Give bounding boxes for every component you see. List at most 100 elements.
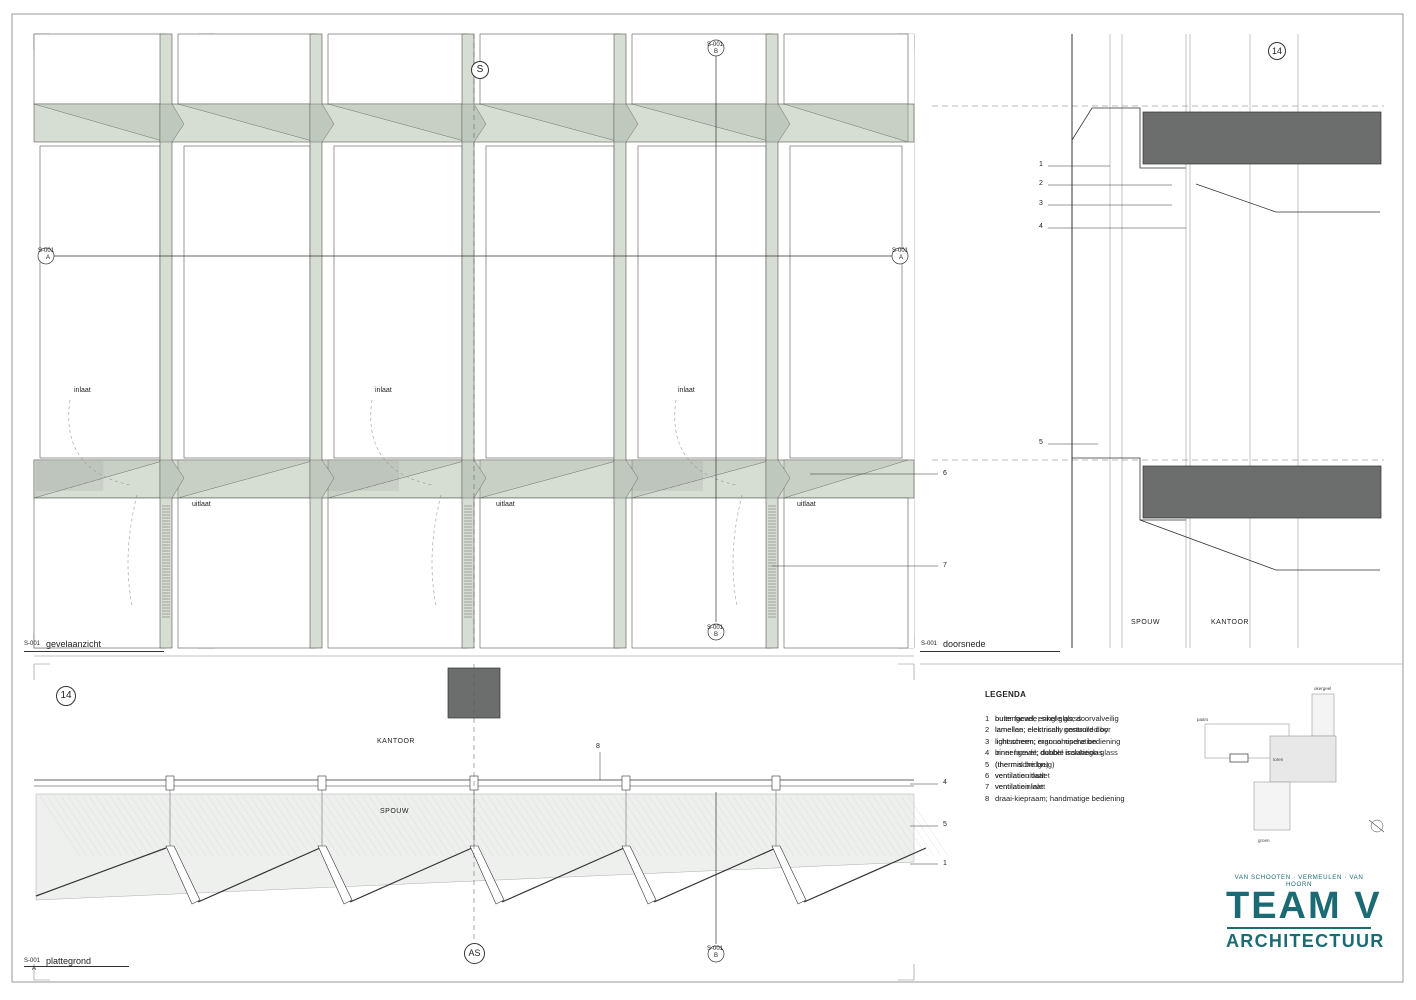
section-marker — [707, 39, 725, 57]
plan-hatch-line — [830, 795, 872, 857]
plan-hatch-line — [256, 795, 298, 857]
sheet-border — [11, 13, 1404, 983]
plan-hatch-line — [683, 795, 725, 857]
legend-item: 5 (thermische brug) (thermal bridge) — [985, 759, 1205, 770]
plan-hatch-line — [543, 795, 585, 857]
plan-hatch-line — [312, 795, 354, 857]
legend-item: 7 ventilatieinlaat ventilation inlet — [985, 781, 1205, 792]
legend-item-text-en: (thermal bridge) — [995, 759, 1049, 769]
plan-title-ref: S-001 — [24, 958, 41, 964]
plan-hatch-line — [102, 795, 144, 857]
plan-hatch-line — [109, 795, 151, 857]
plan-title: plattegrond — [46, 956, 92, 966]
plan-hatch-line — [690, 795, 732, 857]
section-floor-slab — [1142, 465, 1382, 519]
plan-hatch-line — [410, 795, 452, 857]
elevation-column-node — [309, 103, 335, 143]
legend-item: 2 lamellen; elektrisch; gestuurd door la… — [985, 724, 1205, 735]
plan-hatch-line — [417, 795, 459, 857]
plan-hatch-line — [305, 795, 347, 857]
elevation-column-node — [765, 459, 791, 499]
facade-elevation — [33, 33, 938, 649]
plan-hatch-line — [130, 795, 172, 857]
plan-hatch-line — [116, 795, 158, 857]
plan-hatch-line — [620, 795, 662, 857]
plan-mullion — [771, 775, 781, 791]
plan-mullion — [165, 775, 175, 791]
legend-item-text-en: outer facade; single glass — [995, 714, 1082, 723]
plan-hatch-line — [718, 795, 760, 857]
plan-hatch-line — [326, 795, 368, 857]
plan-leader-4: 4 — [943, 779, 947, 786]
grid-bubble-as: AS — [464, 943, 485, 964]
plan-hatch-line — [459, 795, 501, 857]
elevation-airflow-arc — [732, 494, 743, 606]
legend-item-text-en: lamellae; electrically controlled by — [995, 725, 1109, 735]
elevation-lower-pane — [33, 497, 167, 649]
elevation-lower-pane — [783, 497, 909, 649]
plan-hatch-line — [697, 795, 739, 857]
plan-lamella-fin — [469, 845, 505, 905]
section-leader-3: 3 — [1039, 200, 1043, 207]
plan-hatch-line — [445, 795, 487, 857]
leader-number-7: 7 — [943, 562, 947, 569]
plan-hatch-line — [613, 795, 655, 857]
section-title-ref: S-001 — [921, 641, 938, 647]
plan-hatch-line — [571, 795, 613, 857]
plan-hatch-line — [81, 795, 123, 857]
keyplan-highlight — [1229, 753, 1249, 763]
plan-room-spouw: SPOUW — [380, 808, 409, 815]
plan-hatch-line — [249, 795, 291, 857]
elevation-window-pane — [333, 145, 463, 459]
elevation-window-pane — [789, 145, 903, 459]
grid-label-14-plan: 14 — [60, 690, 72, 701]
section-floor-slab — [1142, 111, 1382, 165]
legend-item-number: 7 — [985, 782, 990, 792]
outlet-label-2: uitlaat — [496, 501, 515, 508]
plan-hatch-line — [865, 795, 907, 857]
plan-hatch-line — [361, 795, 403, 857]
plan-hatch-line — [557, 795, 599, 857]
elevation-column-node — [159, 459, 185, 499]
plan-hatch-line — [172, 795, 214, 857]
plan-hatch-line — [669, 795, 711, 857]
keyplan-label-toren: toren — [1273, 757, 1284, 762]
inlet-label-3: inlaat — [678, 387, 695, 394]
legend-item-number: 4 — [985, 748, 990, 758]
plan-hatch-line — [396, 795, 438, 857]
plan-hatch-line — [872, 795, 914, 857]
plan-hatch-line — [67, 795, 109, 857]
plan-mullion — [317, 775, 327, 791]
plan-lamella-fin — [165, 845, 201, 905]
plan-hatch-line — [809, 795, 851, 857]
facade-section — [932, 34, 1384, 648]
elevation-column-node — [159, 103, 185, 143]
plan-outer-glass — [501, 847, 625, 903]
plan-hatch-line — [88, 795, 130, 857]
elevation-upper-pane — [783, 33, 909, 105]
section-leader-1: 1 — [1039, 161, 1043, 168]
section-marker-a-left-code: S-001 — [38, 248, 55, 254]
elevation-upper-pane — [479, 33, 621, 105]
section-marker-b-top-code: S-001 — [707, 42, 724, 48]
plan-hatch-line — [837, 795, 879, 857]
plan-hatch-line — [578, 795, 620, 857]
plan-hatch-line — [746, 795, 788, 857]
legend-item-text-nl: binnengevel; dubbel isolatieglas — [995, 748, 1103, 758]
keyplan-label-groen: groen — [1258, 838, 1270, 843]
inlet-label-1: inlaat — [74, 387, 91, 394]
elevation-window-pane — [637, 145, 767, 459]
elevation-lamella — [783, 103, 909, 143]
plan-hatch-line — [655, 795, 697, 857]
brand-logo-text: TEAM V — [1226, 885, 1382, 927]
plan-hatch-line — [599, 795, 641, 857]
plan-hatch-line — [95, 795, 137, 857]
legend-title: LEGENDA — [985, 690, 1027, 699]
plan-hatch-line — [550, 795, 592, 857]
plan-hatch-line — [368, 795, 410, 857]
plan-hatch-line — [39, 795, 81, 857]
elevation-upper-pane — [33, 33, 167, 105]
plan-hatch-line — [193, 795, 235, 857]
elevation-airflow-arc — [127, 494, 138, 606]
